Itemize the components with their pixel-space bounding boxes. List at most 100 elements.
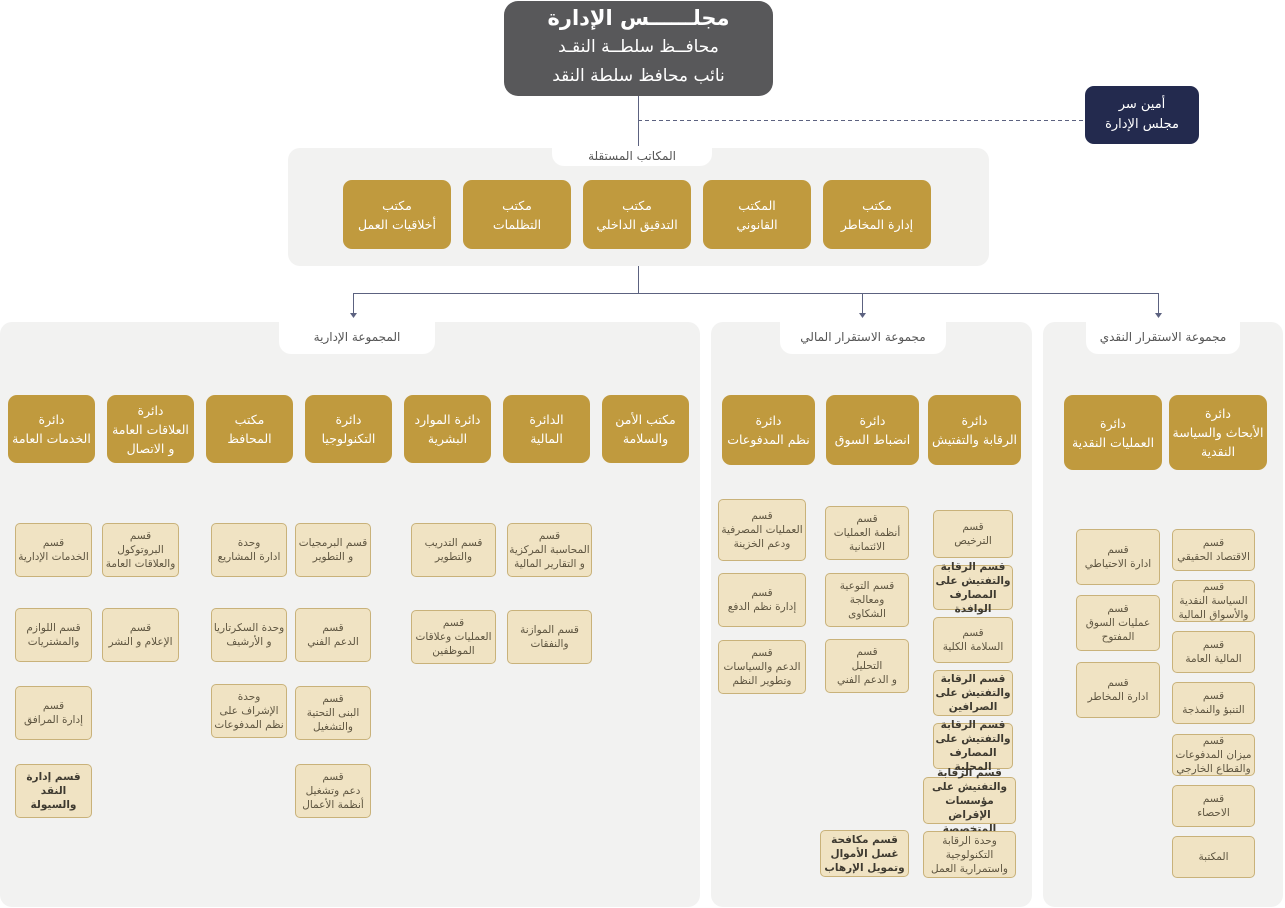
department-box-label: انضباط السوق — [834, 432, 911, 447]
section-box-label: الموظفين — [432, 645, 475, 657]
office-label: مكتب — [622, 197, 652, 213]
department-box-label: دائرة — [961, 413, 988, 428]
section-box-label: و التطوير — [312, 551, 354, 563]
section-box-label: والتفتيش على — [935, 574, 1011, 587]
section-box-label: قسم مكافحة — [831, 833, 898, 846]
section-box-label: دعم وتشغيل — [305, 785, 361, 797]
section-box-label: و الأرشيف — [226, 636, 272, 648]
section-box-label: قسم — [962, 521, 984, 533]
office-label: مكتب — [382, 197, 412, 213]
office-label: أخلاقيات العمل — [358, 216, 436, 232]
section-box-label: وحدة — [237, 537, 261, 549]
office-label: مكتب — [862, 197, 892, 213]
department-box-label: دائرة — [755, 413, 782, 428]
section-box-label: والمشتريات — [27, 636, 80, 648]
section-box: المكتبة — [1172, 836, 1255, 878]
section-box-label: ومعالجة — [849, 594, 885, 606]
section-box: قسم الموازنة والنفقات — [507, 610, 592, 664]
section-box-label: قسم التوعية — [839, 580, 895, 592]
section-box-label: قسم الرقابة — [940, 719, 1006, 731]
office-label: التظلمات — [492, 216, 542, 232]
section-box-label: السلامة الكلية — [942, 641, 1004, 653]
section-box-label: مؤسسات الإقراض — [945, 794, 994, 821]
department-box-label: التكنولوجيا — [321, 431, 376, 446]
section-box-label: قسم — [322, 693, 344, 705]
department-box-label: مكتب — [234, 412, 265, 427]
section-box-label: قسم — [538, 530, 561, 542]
section-box-label: المصارف الوافدة — [949, 588, 997, 615]
section-box-label: الاحصاء — [1197, 807, 1230, 819]
office-label: القانوني — [736, 216, 778, 232]
section-box-label: والتفتيش على — [935, 733, 1011, 745]
department-box-label: الدائرة — [529, 412, 564, 427]
section-box-label: قسم — [856, 513, 878, 525]
section-box-label: الخدمات الإدارية — [18, 551, 89, 563]
board-secretary-box: أمين سر مجلس الإدارة — [1085, 86, 1199, 144]
governor-title: محافــظ سلطــة النقـد — [558, 37, 719, 57]
admin-group-title: المجموعة الإدارية — [279, 320, 435, 354]
secretary-line1: أمين سر — [1118, 97, 1166, 112]
section-box-label: وحدة السكرتاريا — [213, 622, 285, 634]
office-risk-management: مكتب إدارة المخاطر — [823, 180, 931, 249]
section-box-label: قسم الرقابة — [940, 673, 1006, 685]
section-box-label: قسم الرقابة — [940, 560, 1006, 573]
section-box-label: المحاسبة المركزية — [509, 544, 590, 556]
section-box-label: إدارة المرافق — [23, 714, 84, 726]
section-box-label: قسم إدارة — [26, 771, 81, 783]
section-box-label: النقد — [40, 785, 67, 797]
department-box-label: دائرة — [335, 412, 362, 427]
section-box-label: قسم — [322, 771, 344, 783]
office-label: إدارة المخاطر — [840, 216, 914, 232]
department-box-label: المحافظ — [227, 431, 272, 446]
section-box-label: العمليات المصرفية — [721, 524, 803, 536]
office-grievances: مكتب التظلمات — [463, 180, 571, 249]
section-box-label: قسم — [42, 537, 65, 549]
section-box-label: قسم — [1202, 735, 1225, 747]
section-box-label: ادارة المخاطر — [1087, 691, 1149, 703]
section-box-label: الدعم والسياسات — [723, 661, 801, 673]
section-box-label: قسم — [442, 617, 465, 629]
section-box-label: قسم — [1202, 537, 1225, 549]
section-box-label: قسم الموازنة — [520, 624, 579, 636]
section-box-label: والنفقات — [530, 638, 569, 650]
secretary-line2: مجلس الإدارة — [1105, 117, 1179, 132]
section-box-label: إدارة نظم الدفع — [727, 601, 797, 613]
section-box-label: ميزان المدفوعات — [1175, 749, 1252, 761]
section-box-label: قسم اللوازم — [26, 622, 81, 634]
office-label: التدقيق الداخلي — [596, 216, 678, 232]
section-box-label: المصارف المحلية — [949, 747, 997, 773]
section-box-label: الترخيص — [954, 535, 992, 547]
section-box-label: و الدعم الفني — [837, 674, 897, 686]
office-internal-audit: مكتب التدقيق الداخلي — [583, 180, 691, 249]
department-box: دائرة التكنولوجيا — [305, 395, 392, 463]
department-box-label: دائرة — [38, 412, 65, 427]
section-box-label: الدعم الفني — [307, 636, 359, 648]
section-box-label: قسم — [1202, 690, 1225, 702]
section-box: قسم اللوازم والمشتريات — [15, 608, 92, 662]
office-work-ethics: مكتب أخلاقيات العمل — [343, 180, 451, 249]
section-box-label: نظم المدفوعات — [214, 719, 284, 731]
section-box-label: الصرافين — [948, 701, 998, 713]
board-of-directors-box: مجلــــــس الإدارة محافــظ سلطــة النقـد… — [504, 1, 773, 96]
section-box-label: المكتبة — [1198, 851, 1229, 863]
